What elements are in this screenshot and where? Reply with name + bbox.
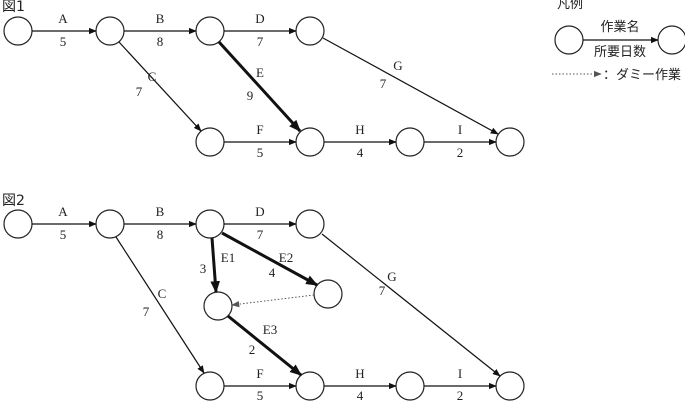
label-f2-G-name: G <box>387 269 396 284</box>
node-f1-6 <box>295 127 325 157</box>
node-f1-7 <box>395 127 425 157</box>
arrow-f2-E1 <box>210 237 220 294</box>
label-f1-C-name: C <box>148 69 157 84</box>
arrow-f2-E2 <box>221 231 319 287</box>
label-f2-E3-days: 2 <box>249 342 256 357</box>
node-f2-3 <box>195 209 225 239</box>
label-f2-E3-name: E3 <box>263 322 277 337</box>
node-f2-1 <box>3 209 33 239</box>
node-f2-5 <box>195 371 225 401</box>
label-f1-D-name: D <box>255 11 264 26</box>
arrow-f2-C <box>115 236 205 374</box>
arrow-f1-G <box>322 37 499 135</box>
node-f1-3 <box>195 16 225 46</box>
label-f1-F-name: F <box>256 122 263 137</box>
legend: 凡例 作業名 所要日数 ：ダミー作業 <box>552 0 685 83</box>
label-f1-B-days: 8 <box>157 34 164 49</box>
node-f1-1 <box>3 16 33 46</box>
label-f1-I-name: I <box>458 122 462 137</box>
legend-node-end <box>657 25 685 55</box>
arrow-f2-dummy <box>231 294 315 308</box>
node-f2-8 <box>495 371 525 401</box>
label-f2-A-days: 5 <box>60 227 67 242</box>
node-f1-8 <box>495 127 525 157</box>
label-f1-E-days: 9 <box>247 88 254 103</box>
label-f2-I-days: 2 <box>457 388 464 402</box>
label-f2-C-days: 7 <box>143 304 150 319</box>
legend-title: 凡例 <box>557 0 583 12</box>
label-f2-B-days: 8 <box>157 227 164 242</box>
label-f2-G-days: 7 <box>379 283 386 298</box>
node-f1-2 <box>95 16 125 46</box>
label-f1-I-days: 2 <box>457 145 464 160</box>
label-f2-F-name: F <box>256 366 263 381</box>
legend-node-start <box>554 25 584 55</box>
legend-activity-name: 作業名 <box>600 19 639 35</box>
legend-dummy-label: ：ダミー作業 <box>603 67 681 83</box>
label-f1-E-name: E <box>256 65 264 80</box>
label-f1-H-name: H <box>355 122 364 137</box>
label-f2-E1-name: E1 <box>221 250 235 265</box>
node-f2-2 <box>95 209 125 239</box>
label-f1-D-days: 7 <box>257 34 264 49</box>
label-f1-G-name: G <box>393 58 402 73</box>
label-f2-B-name: B <box>156 204 165 219</box>
label-f2-H-name: H <box>355 366 364 381</box>
label-f2-A-name: A <box>58 204 68 219</box>
node-f1-4 <box>295 16 325 46</box>
node-f2-6 <box>295 371 325 401</box>
arrow-f1-C <box>118 41 202 132</box>
label-f1-B-name: B <box>156 11 165 26</box>
label-f2-D-name: D <box>255 204 264 219</box>
label-f2-E2-days: 4 <box>269 265 276 280</box>
legend-duration: 所要日数 <box>594 45 646 60</box>
label-f2-H-days: 4 <box>357 388 364 402</box>
arrow-f2-E3 <box>227 314 302 377</box>
label-f2-I-name: I <box>458 366 462 381</box>
label-f1-A-name: A <box>58 11 68 26</box>
figure-2: 図2 A 5 B 8 C 7 D 7 E1 3 E2 <box>2 193 525 402</box>
label-f1-A-days: 5 <box>60 34 67 49</box>
label-f2-E2-name: E2 <box>279 250 293 265</box>
node-f2-7 <box>395 371 425 401</box>
figure-1: 図1 A 5 B 8 C 7 D 7 E 9 F 5 G 7 H <box>2 0 525 160</box>
node-f2-e1-end <box>203 291 233 321</box>
node-f1-5 <box>195 127 225 157</box>
label-f2-C-name: C <box>158 286 167 301</box>
label-f2-E1-days: 3 <box>200 261 207 276</box>
arrow-f1-E <box>217 40 302 133</box>
label-f2-F-days: 5 <box>257 388 264 402</box>
label-f1-F-days: 5 <box>257 145 264 160</box>
label-f1-G-days: 7 <box>380 76 387 91</box>
arrow-f2-G <box>321 233 501 377</box>
figure-1-title: 図1 <box>2 0 25 15</box>
label-f1-C-days: 7 <box>136 84 143 99</box>
label-f1-H-days: 4 <box>357 145 364 160</box>
figure-2-title: 図2 <box>2 193 25 209</box>
label-f2-D-days: 7 <box>257 227 264 242</box>
node-f2-e2-end <box>313 279 343 309</box>
node-f2-4 <box>295 209 325 239</box>
